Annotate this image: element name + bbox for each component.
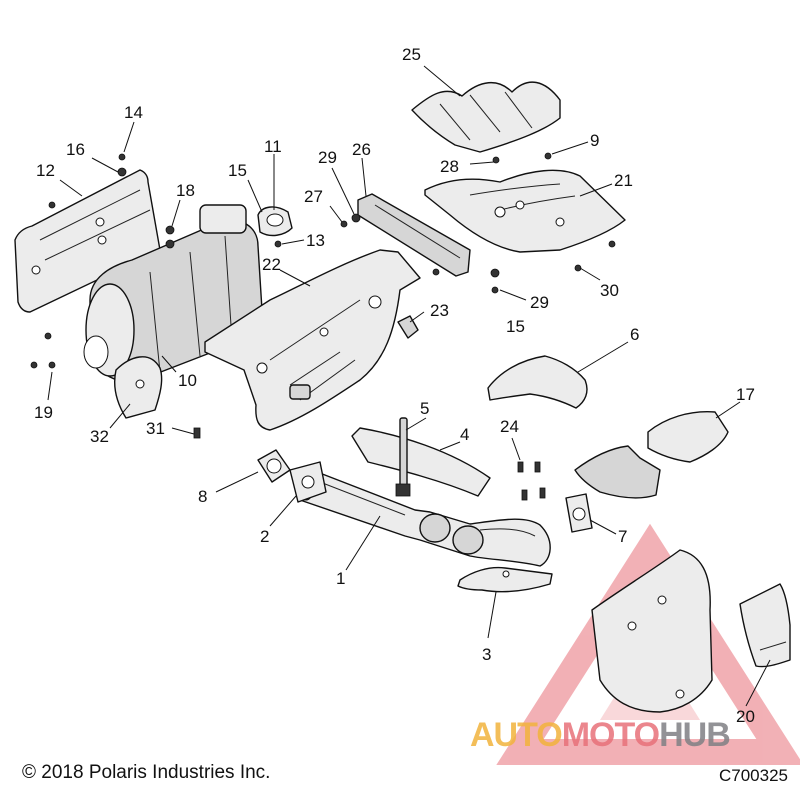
callout-17: 17 bbox=[736, 385, 755, 404]
copyright-notice: © 2018 Polaris Industries Inc. bbox=[22, 762, 271, 783]
callout-27: 27 bbox=[304, 187, 323, 206]
callout-30: 30 bbox=[600, 281, 619, 300]
callout-25: 25 bbox=[402, 45, 421, 64]
callout-15-lower: 15 bbox=[506, 317, 525, 336]
callout-10: 10 bbox=[178, 371, 197, 390]
callout-31: 31 bbox=[146, 419, 165, 438]
part-3-clamp bbox=[457, 566, 553, 593]
part-11-outlet-tip bbox=[257, 206, 293, 237]
leader-lines bbox=[47, 65, 771, 707]
part-4-pipe-shield bbox=[351, 427, 491, 497]
part-5-oxygen-sensor bbox=[395, 417, 411, 497]
callout-18: 18 bbox=[176, 181, 195, 200]
part-6-shield bbox=[487, 355, 588, 409]
watermark-wordmark: AUTOMOTOHUB bbox=[470, 716, 731, 755]
callout-32: 32 bbox=[90, 427, 109, 446]
callout-3: 3 bbox=[482, 645, 491, 664]
callout-1: 1 bbox=[336, 569, 345, 588]
callout-20: 20 bbox=[736, 707, 755, 726]
part-2-flange bbox=[289, 461, 327, 503]
callout-28: 28 bbox=[440, 157, 459, 176]
callout-21: 21 bbox=[614, 171, 633, 190]
callout-13: 13 bbox=[306, 231, 325, 250]
callout-12: 12 bbox=[36, 161, 55, 180]
callout-15-upper: 15 bbox=[228, 161, 247, 180]
fasteners bbox=[30, 152, 616, 501]
part-7-gasket bbox=[565, 493, 593, 533]
part-32-muffler-shield bbox=[114, 356, 163, 419]
callout-labels: 25 9 28 21 14 16 12 18 11 15 29 26 27 13… bbox=[34, 45, 755, 726]
callout-6: 6 bbox=[630, 325, 639, 344]
callout-8: 8 bbox=[198, 487, 207, 506]
callout-9: 9 bbox=[590, 131, 599, 150]
watermark-moto: MOTO bbox=[561, 716, 660, 754]
part-23-bracket bbox=[397, 315, 419, 339]
part-25-corrugated-shield bbox=[411, 81, 561, 153]
part-21-heat-shield bbox=[424, 169, 626, 253]
callout-2: 2 bbox=[260, 527, 269, 546]
callout-4: 4 bbox=[460, 425, 469, 444]
watermark-auto: AUTO bbox=[470, 716, 563, 754]
callout-16: 16 bbox=[66, 140, 85, 159]
part-8-gasket bbox=[257, 449, 291, 483]
callout-24: 24 bbox=[500, 417, 519, 436]
callout-5: 5 bbox=[420, 399, 429, 418]
part-lower-right-shield bbox=[591, 549, 713, 713]
part-20-skid-plate bbox=[739, 583, 791, 668]
callout-7: 7 bbox=[618, 527, 627, 546]
diagram-code: C700325 bbox=[718, 766, 788, 785]
part-17-shield bbox=[647, 410, 729, 463]
callout-23: 23 bbox=[430, 301, 449, 320]
callout-14: 14 bbox=[124, 103, 143, 122]
callout-26: 26 bbox=[352, 140, 371, 159]
part-22-main-shield bbox=[204, 249, 421, 431]
part-bracket-mid-right bbox=[574, 445, 661, 499]
callout-29-upper: 29 bbox=[318, 148, 337, 167]
callout-19: 19 bbox=[34, 403, 53, 422]
callout-22: 22 bbox=[262, 255, 281, 274]
callout-29-lower: 29 bbox=[530, 293, 549, 312]
callout-11: 11 bbox=[264, 137, 282, 156]
watermark-hub: HUB bbox=[659, 716, 731, 754]
part-12-left-shield bbox=[14, 169, 161, 313]
part-1-exhaust-pipe bbox=[298, 469, 551, 567]
